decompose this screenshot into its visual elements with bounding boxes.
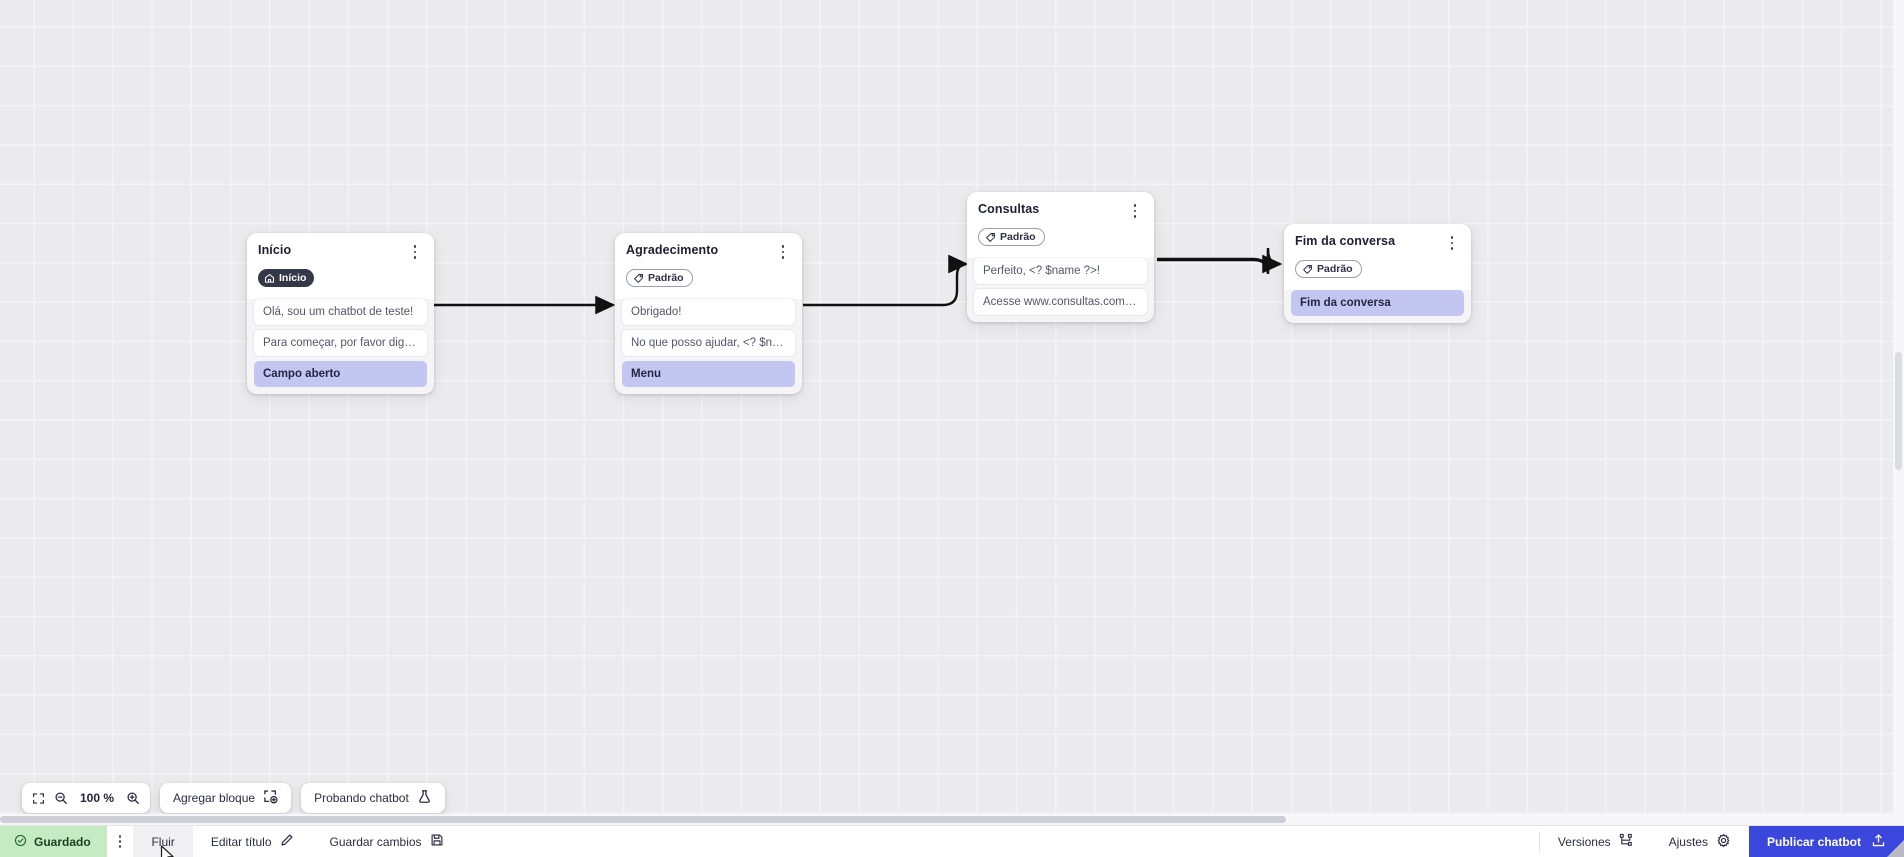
flow-menu-button[interactable] (107, 826, 134, 857)
node-badge-start: Início (258, 269, 315, 287)
flow-node-consultas[interactable]: Consultas Padrão Perfeito, < (967, 192, 1154, 322)
gear-icon (1716, 833, 1731, 851)
node-badge-label: Padrão (1317, 263, 1353, 275)
add-block-label: Agregar bloque (173, 791, 256, 805)
statusbar-divider (1538, 831, 1540, 852)
branch-icon (1619, 833, 1633, 850)
node-badge-default: Padrão (978, 228, 1045, 246)
zoom-controls: 100 % (22, 783, 150, 813)
node-badge-label: Padrão (1000, 231, 1036, 243)
node-body: Fim da conversa (1284, 289, 1471, 323)
edge-consultas-fim-curve (1157, 249, 1283, 274)
node-row[interactable]: Acesse www.consultas.com par... (974, 288, 1147, 315)
settings-label: Ajustes (1668, 834, 1708, 849)
bottom-status-bar: Guardado Fluir Editar título Guard (0, 825, 1904, 857)
flow-label: Fluir (151, 834, 175, 849)
node-menu-button[interactable] (407, 243, 423, 261)
fit-screen-icon[interactable] (32, 792, 45, 805)
horizontal-scrollbar-thumb[interactable] (0, 816, 1286, 823)
zoom-in-icon[interactable] (126, 791, 140, 805)
node-row[interactable]: No que posso ajudar, <? $name ... (622, 329, 795, 356)
saved-label: Guardado (34, 834, 91, 849)
horizontal-scrollbar[interactable] (0, 814, 1904, 825)
flask-icon (417, 789, 432, 807)
save-changes-label: Guardar cambios (329, 834, 422, 849)
test-chatbot-group[interactable]: Probando chatbot (301, 783, 445, 813)
test-chatbot-button[interactable]: Probando chatbot (314, 789, 432, 807)
add-block-button[interactable]: Agregar bloque (173, 789, 278, 807)
node-badge-label: Início (279, 272, 307, 284)
tag-icon (985, 232, 996, 243)
node-badge-default: Padrão (1295, 260, 1362, 278)
home-icon (264, 273, 275, 284)
versions-button[interactable]: Versiones (1540, 826, 1651, 857)
tab-fluir[interactable]: Fluir (133, 826, 193, 857)
node-row[interactable]: Olá, sou um chatbot de teste! (254, 298, 427, 325)
tag-icon (1302, 264, 1313, 275)
pencil-icon (280, 833, 294, 850)
zoom-level-label: 100 % (79, 791, 115, 805)
edge-consultas-fim (1157, 247, 1278, 275)
edit-title-label: Editar título (210, 834, 272, 849)
node-menu-button[interactable] (775, 243, 791, 261)
node-row[interactable]: Para começar, por favor digite o ... (254, 329, 427, 356)
flow-node-inicio[interactable]: Início Início Olá, sou um ch (247, 233, 434, 394)
node-row[interactable]: Perfeito, <? $name ?>! (974, 257, 1147, 284)
node-row-highlighted[interactable]: Campo aberto (254, 360, 427, 387)
edit-title-button[interactable]: Editar título (193, 826, 312, 857)
vertical-scrollbar[interactable] (1893, 0, 1904, 825)
node-row-highlighted[interactable]: Fim da conversa (1291, 289, 1464, 316)
versions-label: Versiones (1557, 834, 1611, 849)
node-header: Consultas Padrão (967, 192, 1154, 258)
vertical-dots-icon (118, 834, 122, 849)
flow-node-fim-da-conversa[interactable]: Fim da conversa Padrão Fim d (1284, 224, 1471, 323)
test-chatbot-label: Probando chatbot (314, 791, 409, 805)
node-body: Obrigado! No que posso ajudar, <? $name … (615, 298, 802, 394)
node-badge-label: Padrão (648, 272, 684, 284)
tag-icon (633, 273, 644, 284)
node-header: Fim da conversa Padrão (1284, 224, 1471, 290)
check-circle-icon (14, 834, 27, 850)
node-title: Agradecimento (626, 243, 719, 257)
upload-icon (1871, 833, 1886, 851)
node-badge-default: Padrão (626, 269, 693, 287)
save-icon (430, 833, 444, 850)
node-row[interactable]: Obrigado! (622, 298, 795, 325)
node-title: Consultas (978, 202, 1040, 216)
saved-status-badge: Guardado (0, 826, 107, 857)
flow-edges (434, 247, 1283, 315)
canvas-toolbar: 100 % Agregar bloque (22, 783, 445, 813)
publish-label: Publicar chatbot (1766, 834, 1861, 849)
node-header: Agradecimento Padrão (615, 233, 802, 299)
node-header: Início Início (247, 233, 434, 299)
vertical-scrollbar-thumb[interactable] (1895, 352, 1902, 470)
node-row-highlighted[interactable]: Menu (622, 360, 795, 387)
node-body: Olá, sou um chatbot de teste! Para começ… (247, 298, 434, 394)
publish-chatbot-button[interactable]: Publicar chatbot (1748, 826, 1904, 857)
edge-agradecimento-consultas (803, 254, 969, 307)
node-menu-button[interactable] (1444, 234, 1460, 252)
node-menu-button[interactable] (1127, 202, 1143, 220)
settings-button[interactable]: Ajustes (1651, 826, 1749, 857)
flow-canvas[interactable]: Início Início Olá, sou um ch (0, 0, 1904, 825)
add-block-icon (263, 789, 278, 807)
save-changes-button[interactable]: Guardar cambios (312, 826, 462, 857)
node-title: Início (258, 243, 292, 257)
flow-node-agradecimento[interactable]: Agradecimento Padrão Obrigad (615, 233, 802, 394)
add-block-group[interactable]: Agregar bloque (160, 783, 292, 813)
node-body: Perfeito, <? $name ?>! Acesse www.consul… (967, 257, 1154, 322)
zoom-out-icon[interactable] (54, 791, 68, 805)
node-title: Fim da conversa (1295, 234, 1396, 248)
